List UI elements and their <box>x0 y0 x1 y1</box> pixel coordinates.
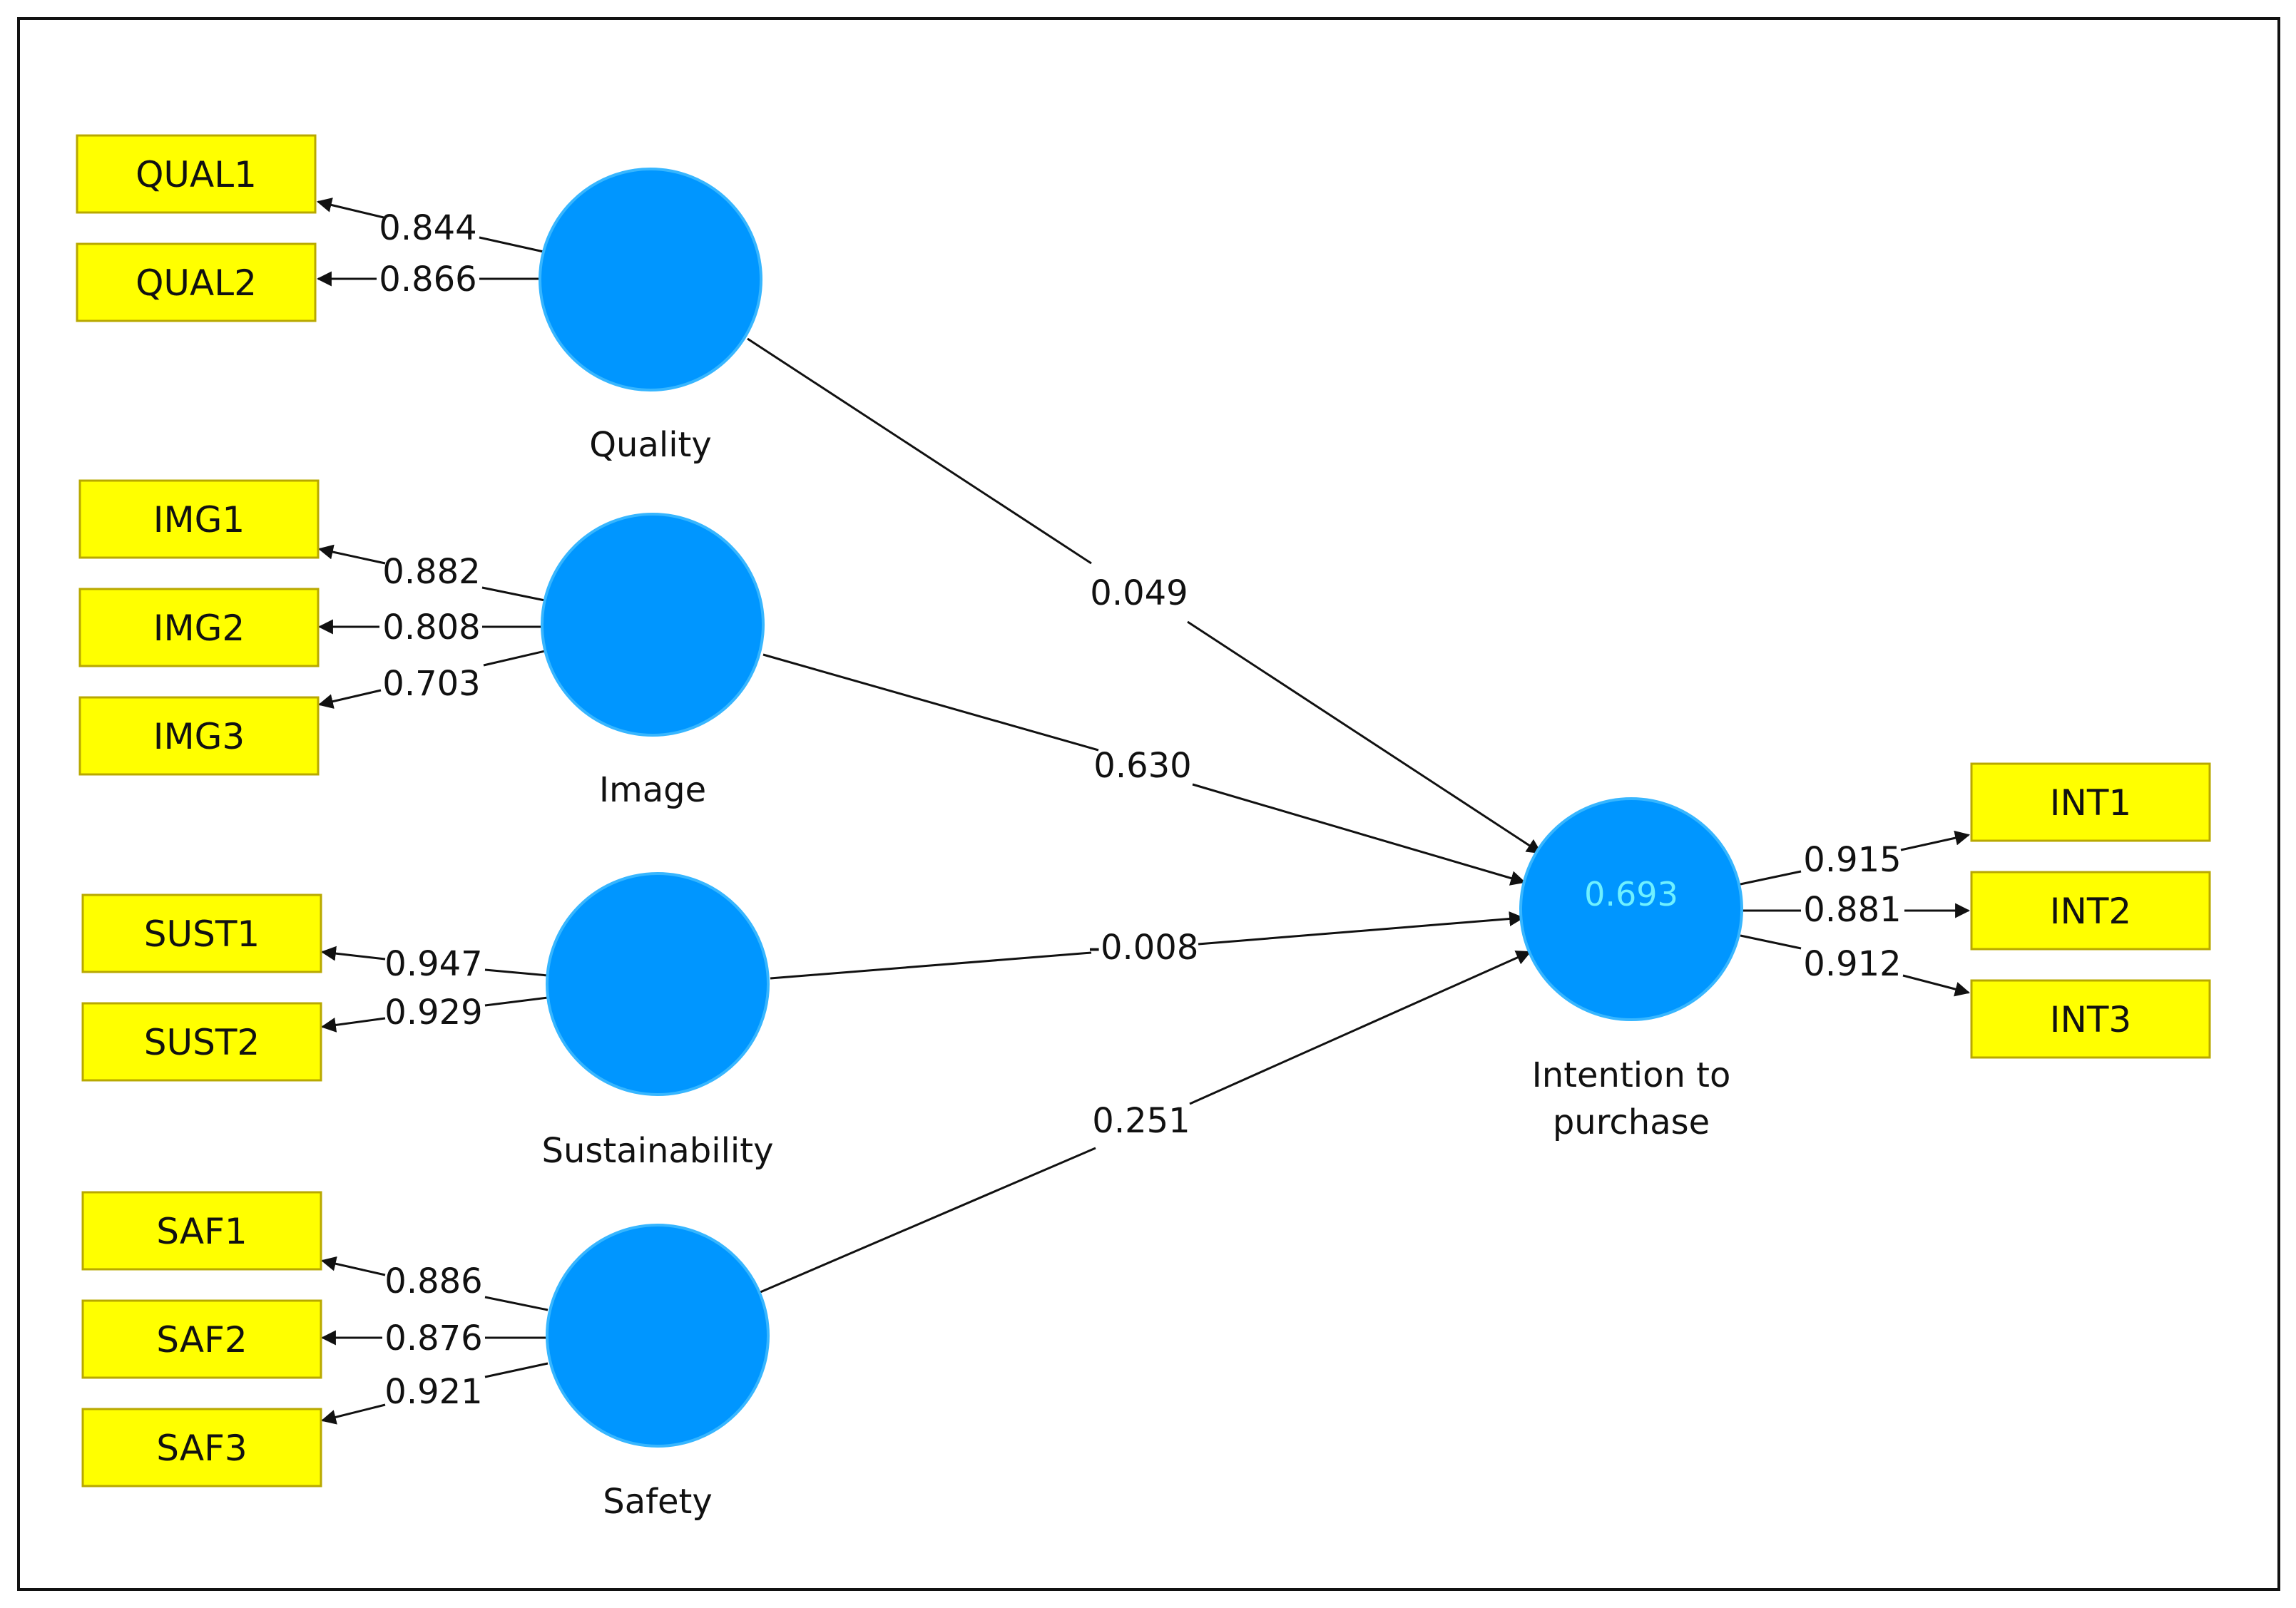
svg-text:INT3: INT3 <box>2050 999 2132 1040</box>
svg-text:INT2: INT2 <box>2050 891 2132 932</box>
path-safety-intention-seg2 <box>1189 951 1531 1105</box>
svg-text:IMG2: IMG2 <box>153 608 245 649</box>
construct-label-intention-line1: Intention to <box>1532 1055 1731 1095</box>
construct-sustainability <box>546 872 770 1096</box>
construct-label-quality: Quality <box>589 425 712 465</box>
svg-text:SUST2: SUST2 <box>144 1022 260 1063</box>
svg-text:IMG1: IMG1 <box>153 499 245 541</box>
indicator-int1: INT1 <box>1970 762 2211 842</box>
construct-label-safety: Safety <box>603 1482 713 1522</box>
measurement-intention: 0.915 0.881 0.912 <box>1740 830 1971 997</box>
path-coef-image: 0.630 <box>1093 746 1191 786</box>
loading-line-img3-b <box>317 689 382 709</box>
loading-line-int3-a <box>1740 934 1802 950</box>
loading-line-sust1-b <box>320 946 386 961</box>
loading-sust2: 0.929 <box>384 993 482 1033</box>
path-safety-intention-seg1 <box>760 1147 1096 1294</box>
loading-line-sust2-a <box>484 996 549 1007</box>
loading-line-img3-a <box>483 650 546 667</box>
loading-saf3: 0.921 <box>384 1372 482 1412</box>
latent-constructs: Quality Image Sustainability Safety 0.69… <box>539 168 1743 1522</box>
loading-line-int3-b <box>1902 974 1971 997</box>
path-image-intention-seg1 <box>762 653 1099 752</box>
measurement-safety: 0.886 0.876 0.921 <box>320 1256 549 1425</box>
diagram-frame <box>17 17 2280 1591</box>
loading-sust1: 0.947 <box>384 944 482 984</box>
loading-line-img1-a <box>481 586 546 602</box>
indicator-img3: IMG3 <box>78 696 320 776</box>
loading-qual1: 0.844 <box>379 208 476 248</box>
path-coef-quality: 0.049 <box>1090 573 1188 613</box>
loading-line-int1-a <box>1740 870 1802 886</box>
indicator-saf2: SAF2 <box>81 1299 322 1379</box>
path-quality-intention-seg1 <box>747 337 1092 565</box>
loading-line-saf3-b <box>320 1403 386 1425</box>
loading-line-qual1-a <box>479 236 544 253</box>
path-quality-intention-seg2 <box>1187 620 1542 854</box>
svg-text:INT1: INT1 <box>2050 782 2132 824</box>
loading-img3: 0.703 <box>382 664 480 704</box>
loading-line-qual1-b <box>316 198 384 219</box>
loading-img1: 0.882 <box>382 552 480 592</box>
structural-paths: 0.049 0.630 -0.008 0.251 <box>747 337 1542 1294</box>
loading-line-saf1-a <box>484 1296 549 1311</box>
path-sustainability-intention-seg2 <box>1198 911 1525 946</box>
svg-text:SAF1: SAF1 <box>156 1211 247 1252</box>
loading-saf1: 0.886 <box>384 1261 482 1301</box>
indicator-sust1: SUST1 <box>81 893 322 973</box>
loading-int1: 0.915 <box>1803 840 1901 880</box>
measurement-image: 0.882 0.808 0.703 <box>317 544 546 709</box>
loading-img2: 0.808 <box>382 608 480 647</box>
indicator-qual1: QUAL1 <box>76 134 317 214</box>
loading-line-sust2-b <box>320 1017 386 1033</box>
path-sustainability-intention-seg1 <box>770 951 1092 980</box>
svg-text:QUAL1: QUAL1 <box>136 154 257 195</box>
svg-text:IMG3: IMG3 <box>153 716 245 757</box>
indicator-boxes: QUAL1 QUAL2 IMG1 IMG2 IMG3 SUST1 SUST2 <box>76 134 2211 1487</box>
construct-intention <box>1519 797 1743 1021</box>
loading-int3: 0.912 <box>1803 944 1901 984</box>
indicator-saf1: SAF1 <box>81 1191 322 1271</box>
loading-qual2: 0.866 <box>379 260 476 299</box>
loading-line-saf1-b <box>320 1256 386 1276</box>
path-coef-safety: 0.251 <box>1092 1101 1190 1141</box>
loading-saf2: 0.876 <box>384 1318 482 1358</box>
indicator-int2: INT2 <box>1970 871 2211 951</box>
loading-line-int1-b <box>1900 830 1971 851</box>
construct-image <box>541 513 765 737</box>
svg-text:SAF3: SAF3 <box>156 1428 247 1469</box>
construct-label-image: Image <box>599 770 706 810</box>
construct-label-sustainability: Sustainability <box>541 1131 773 1171</box>
loading-line-img1-b <box>317 544 386 565</box>
svg-text:SAF2: SAF2 <box>156 1319 247 1361</box>
measurement-sustainability: 0.947 0.929 <box>320 944 549 1033</box>
indicator-sust2: SUST2 <box>81 1002 322 1082</box>
construct-safety <box>546 1224 770 1448</box>
indicator-img2: IMG2 <box>78 588 320 667</box>
path-image-intention-seg2 <box>1192 783 1526 886</box>
construct-label-intention-line2: purchase <box>1553 1102 1710 1142</box>
indicator-qual2: QUAL2 <box>76 242 317 322</box>
indicator-int3: INT3 <box>1970 979 2211 1059</box>
svg-text:QUAL2: QUAL2 <box>136 262 257 304</box>
loading-line-saf3-a <box>484 1362 549 1378</box>
construct-r2-intention: 0.693 <box>1584 875 1678 913</box>
construct-quality <box>539 168 762 391</box>
loading-int2: 0.881 <box>1803 890 1901 930</box>
loading-line-sust1-a <box>484 968 549 977</box>
measurement-quality: 0.844 0.866 <box>316 198 544 299</box>
svg-text:SUST1: SUST1 <box>144 913 260 955</box>
indicator-saf3: SAF3 <box>81 1408 322 1487</box>
indicator-img1: IMG1 <box>78 479 320 559</box>
path-coef-sustainability: -0.008 <box>1088 928 1199 968</box>
